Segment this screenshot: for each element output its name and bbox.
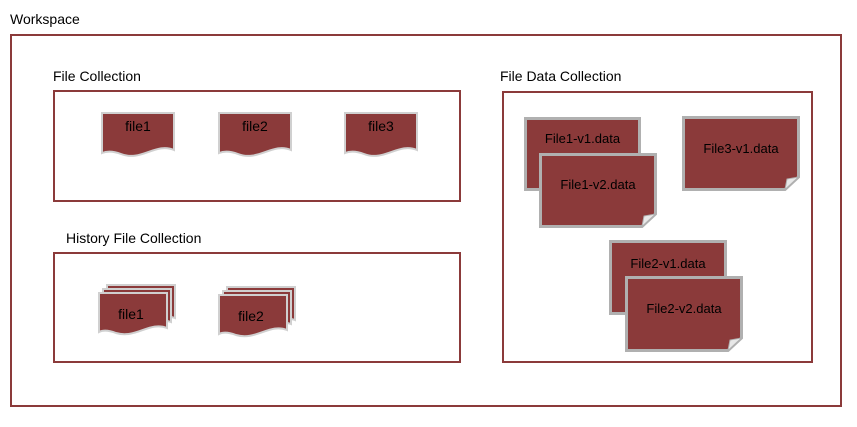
history-file-collection-title: History File Collection: [66, 230, 202, 246]
file-data-collection-title: File Data Collection: [500, 68, 622, 84]
document-icon: [101, 112, 175, 157]
data-file-name: File2-v1.data: [630, 256, 706, 271]
data-file-name: File2-v2.data: [646, 301, 722, 316]
multi-document-icon: [218, 286, 296, 338]
history-file-item[interactable]: file1: [98, 284, 178, 340]
file-collection-item[interactable]: file3: [344, 112, 418, 158]
data-note-icon: [682, 116, 801, 191]
file-collection-item[interactable]: file1: [101, 112, 175, 158]
data-note-icon: [625, 276, 744, 352]
multi-document-icon: [98, 284, 176, 336]
document-icon: [218, 112, 292, 157]
file-name: file2: [238, 308, 264, 324]
file-name: file2: [242, 118, 268, 134]
data-file-name: File1-v2.data: [560, 177, 636, 192]
data-file-item[interactable]: File3-v1.data: [682, 116, 801, 191]
file-name: file1: [118, 306, 144, 322]
data-file-item[interactable]: File2-v2.data: [625, 276, 744, 352]
workspace-title: Workspace: [10, 11, 80, 27]
file-name: file1: [125, 118, 151, 134]
data-file-name: File3-v1.data: [703, 141, 779, 156]
data-note-icon: [539, 153, 658, 228]
data-file-name: File1-v1.data: [544, 131, 621, 146]
data-file-item[interactable]: File1-v2.data: [539, 153, 658, 228]
document-icon: [344, 112, 418, 157]
history-file-item[interactable]: file2: [218, 286, 298, 342]
file-collection-item[interactable]: file2: [218, 112, 292, 158]
file-collection-title: File Collection: [53, 68, 141, 84]
file-name: file3: [368, 118, 394, 134]
